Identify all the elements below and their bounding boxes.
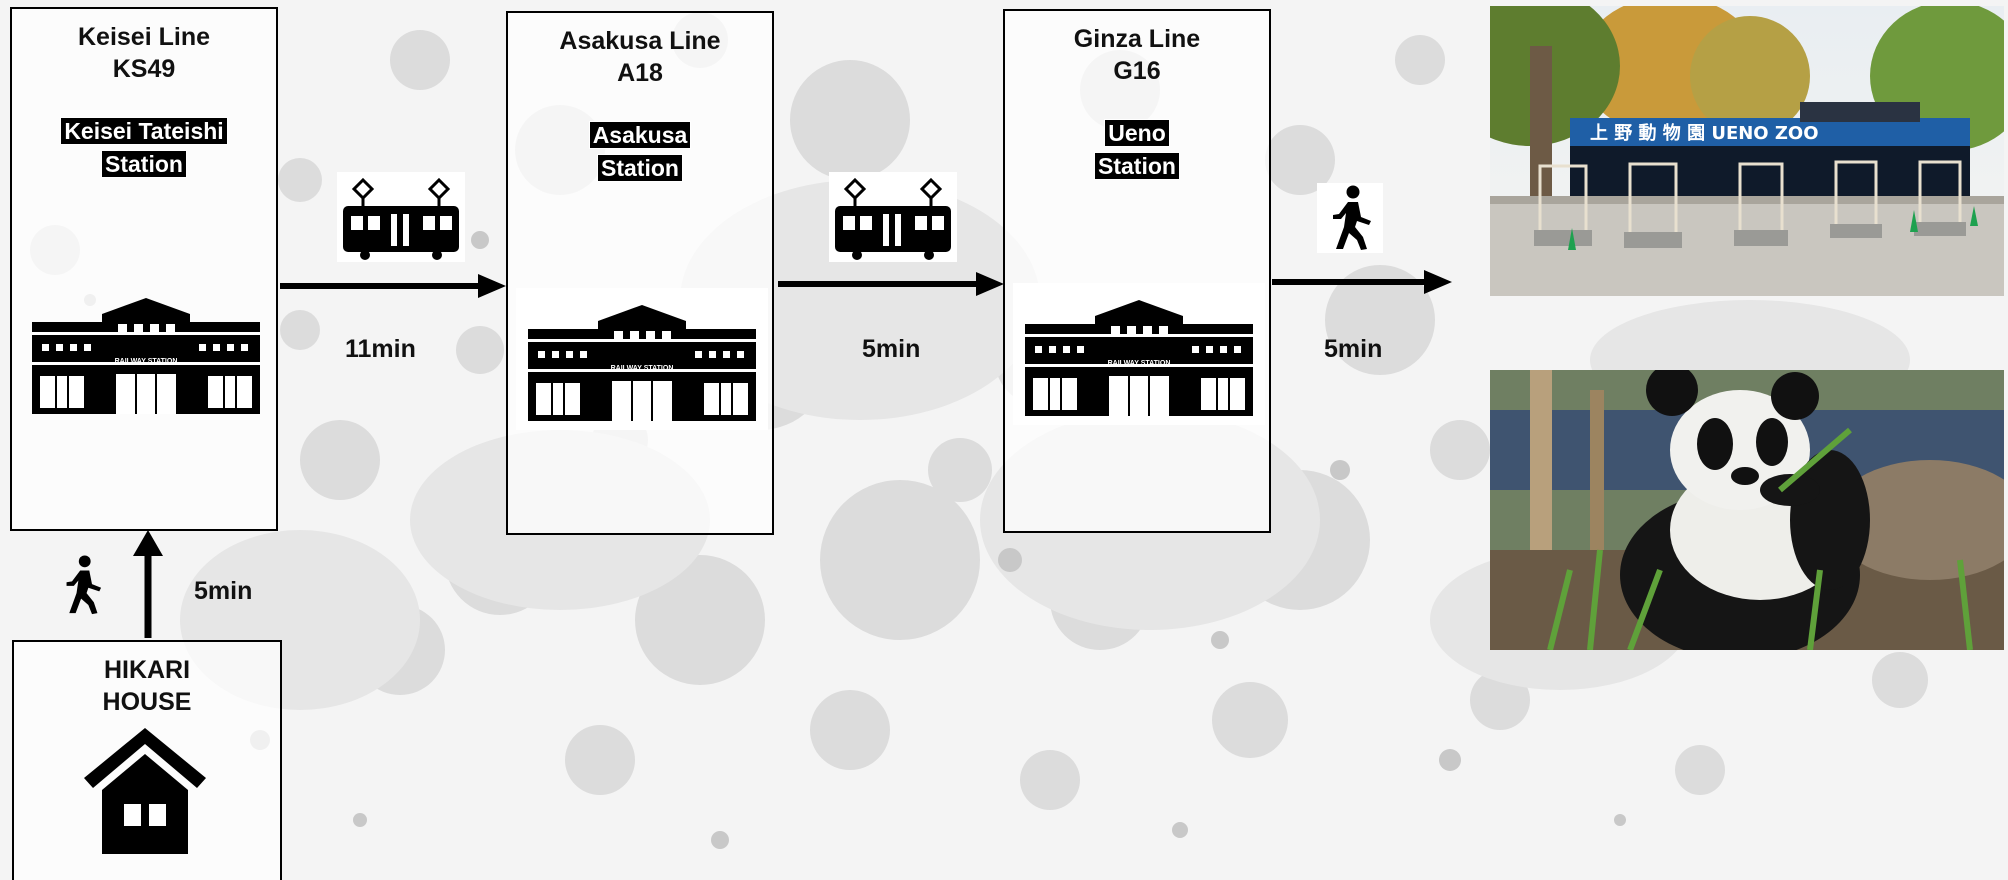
line-name: Asakusa Line: [508, 25, 772, 57]
station-icon-label: RAILWAY STATION: [611, 365, 674, 372]
station-code: KS49: [12, 53, 276, 85]
railway-station-icon: RAILWAY STATION: [528, 299, 756, 423]
walk-time: 5min: [194, 577, 252, 606]
route-arrow: [280, 272, 508, 300]
ueno-zoo-entrance-photo: 上 野 動 物 園 UENO ZOO: [1490, 6, 2004, 296]
start-card-hikari-house: HIKARI HOUSE: [12, 640, 282, 880]
train-icon: [337, 172, 465, 262]
start-name: HIKARI: [14, 654, 280, 686]
station-code: A18: [508, 57, 772, 89]
line-name: Keisei Line: [12, 21, 276, 53]
giant-panda-photo: [1490, 370, 2004, 650]
route-arrow: [1272, 268, 1454, 296]
walking-person-icon: [1317, 183, 1383, 253]
train-icon: [829, 172, 957, 262]
start-name: HOUSE: [14, 686, 280, 718]
route-arrow-up: [131, 530, 165, 638]
walking-person-icon: [52, 548, 112, 622]
railway-station-icon: RAILWAY STATION: [32, 292, 260, 416]
station-icon-label: RAILWAY STATION: [115, 358, 178, 365]
route-arrow: [778, 270, 1006, 298]
house-icon: [80, 726, 210, 856]
travel-time: 11min: [345, 335, 416, 364]
railway-station-icon: RAILWAY STATION: [1025, 294, 1253, 418]
station-icon-label: RAILWAY STATION: [1108, 360, 1171, 367]
zoo-gate-sign: 上 野 動 物 園 UENO ZOO: [1590, 122, 1819, 144]
station-code: G16: [1005, 55, 1269, 87]
travel-time: 5min: [1324, 335, 1382, 364]
travel-time: 5min: [862, 335, 920, 364]
line-name: Ginza Line: [1005, 23, 1269, 55]
